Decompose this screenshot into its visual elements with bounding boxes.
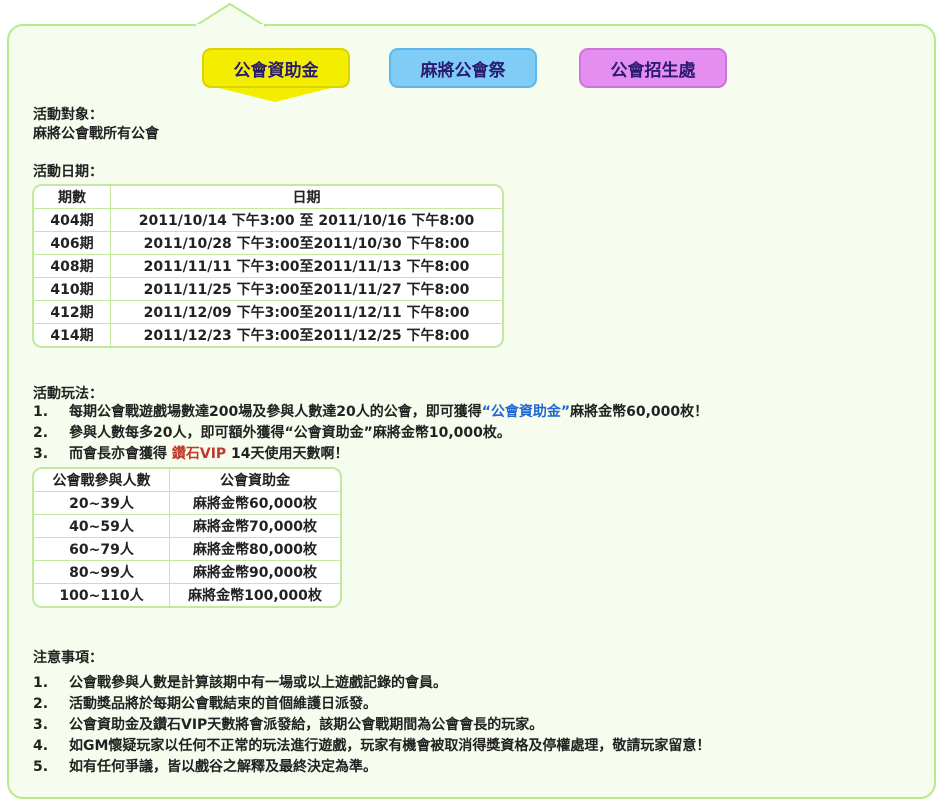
- list-text: 每期公會戰遊戲場數達200場及參與人數達20人的公會，即可獲得“公會資助金”麻將…: [69, 404, 709, 420]
- list-number: 2.: [33, 696, 49, 712]
- highlight-guild-subsidy: “公會資助金”: [481, 404, 571, 420]
- table-row: 414期 2011/12/23 下午3:00至2011/12/25 下午8:00: [34, 324, 502, 346]
- list-number: 3.: [33, 446, 49, 462]
- list-number: 2.: [33, 425, 49, 441]
- date-cell: 2011/10/28 下午3:00至2011/10/30 下午8:00: [111, 232, 502, 255]
- participants-cell: 40~59人: [34, 515, 170, 538]
- participants-cell: 80~99人: [34, 561, 170, 584]
- table-row: 60~79人麻將金幣80,000枚: [34, 538, 340, 561]
- participants-cell: 60~79人: [34, 538, 170, 561]
- rules-heading: 活動玩法：: [33, 386, 103, 402]
- subsidy-cell: 麻將金幣60,000枚: [170, 492, 340, 515]
- highlight-diamond-vip: 鑽石VIP: [171, 446, 227, 462]
- participants-cell: 20~39人: [34, 492, 170, 515]
- notes-heading: 注意事項：: [33, 650, 103, 666]
- table-row: 20~39人麻將金幣60,000枚: [34, 492, 340, 515]
- tab-mahjong-guild-festival[interactable]: 麻將公會祭: [389, 48, 537, 88]
- table-row: 100~110人 麻將金幣100,000枚: [34, 584, 340, 606]
- list-number: 1.: [33, 404, 49, 420]
- content-panel: [7, 24, 936, 799]
- reward-table: 公會戰參與人數 公會資助金 20~39人麻將金幣60,000枚 40~59人麻將…: [32, 467, 342, 608]
- subsidy-cell: 麻將金幣70,000枚: [170, 515, 340, 538]
- participants-cell: 100~110人: [34, 584, 170, 606]
- list-number: 5.: [33, 759, 49, 775]
- period-cell: 410期: [34, 278, 111, 301]
- date-cell: 2011/11/11 下午3:00至2011/11/13 下午8:00: [111, 255, 502, 278]
- tab-guild-subsidy[interactable]: 公會資助金: [202, 48, 350, 88]
- date-cell: 2011/10/14 下午3:00 至 2011/10/16 下午8:00: [111, 209, 502, 232]
- table-row: 40~59人麻將金幣70,000枚: [34, 515, 340, 538]
- subsidy-cell: 麻將金幣80,000枚: [170, 538, 340, 561]
- list-text: 如GM懷疑玩家以任何不正常的玩法進行遊戲，玩家有機會被取消得獎資格及停權處理，敬…: [69, 738, 711, 754]
- table-header-row: 公會戰參與人數 公會資助金: [34, 469, 340, 492]
- list-text: 如有任何爭議，皆以戲谷之解釋及最終決定為準。: [69, 759, 377, 775]
- period-cell: 406期: [34, 232, 111, 255]
- active-tab-arrow-icon: [219, 88, 331, 102]
- period-cell: 408期: [34, 255, 111, 278]
- list-text: 公會戰參與人數是計算該期中有一場或以上遊戲記錄的會員。: [69, 675, 447, 691]
- target-heading: 活動對象：: [33, 107, 103, 123]
- list-number: 4.: [33, 738, 49, 754]
- dates-heading: 活動日期：: [33, 164, 103, 180]
- list-text: 參與人數每多20人，即可額外獲得“公會資助金”麻將金幣10,000枚。: [69, 425, 511, 441]
- period-cell: 404期: [34, 209, 111, 232]
- list-number: 1.: [33, 675, 49, 691]
- date-cell: 2011/12/23 下午3:00至2011/12/25 下午8:00: [143, 328, 470, 344]
- date-cell: 2011/11/25 下午3:00至2011/11/27 下午8:00: [111, 278, 502, 301]
- table-header-row: 期數 日期: [34, 186, 502, 209]
- date-cell: 2011/12/09 下午3:00至2011/12/11 下午8:00: [111, 301, 502, 324]
- panel-pointer: [195, 3, 265, 27]
- list-text: 而會長亦會獲得 鑽石VIP 14天使用天數啊！: [69, 446, 349, 462]
- period-cell: 412期: [34, 301, 111, 324]
- period-cell: 414期: [34, 324, 111, 346]
- tab-guild-recruitment[interactable]: 公會招生處: [579, 48, 727, 88]
- column-header-date: 日期: [111, 186, 502, 209]
- subsidy-cell: 麻將金幣90,000枚: [170, 561, 340, 584]
- column-header-participants: 公會戰參與人數: [34, 469, 170, 492]
- target-text: 麻將公會戰所有公會: [33, 126, 159, 142]
- list-number: 3.: [33, 717, 49, 733]
- table-row: 80~99人麻將金幣90,000枚: [34, 561, 340, 584]
- column-header-subsidy: 公會資助金: [170, 469, 340, 492]
- subsidy-cell: 麻將金幣100,000枚: [188, 588, 322, 604]
- list-text: 活動獎品將於每期公會戰結束的首個維護日派發。: [69, 696, 377, 712]
- list-text: 公會資助金及鑽石VIP天數將會派發給，該期公會戰期間為公會會長的玩家。: [69, 717, 544, 733]
- column-header-period: 期數: [34, 186, 111, 209]
